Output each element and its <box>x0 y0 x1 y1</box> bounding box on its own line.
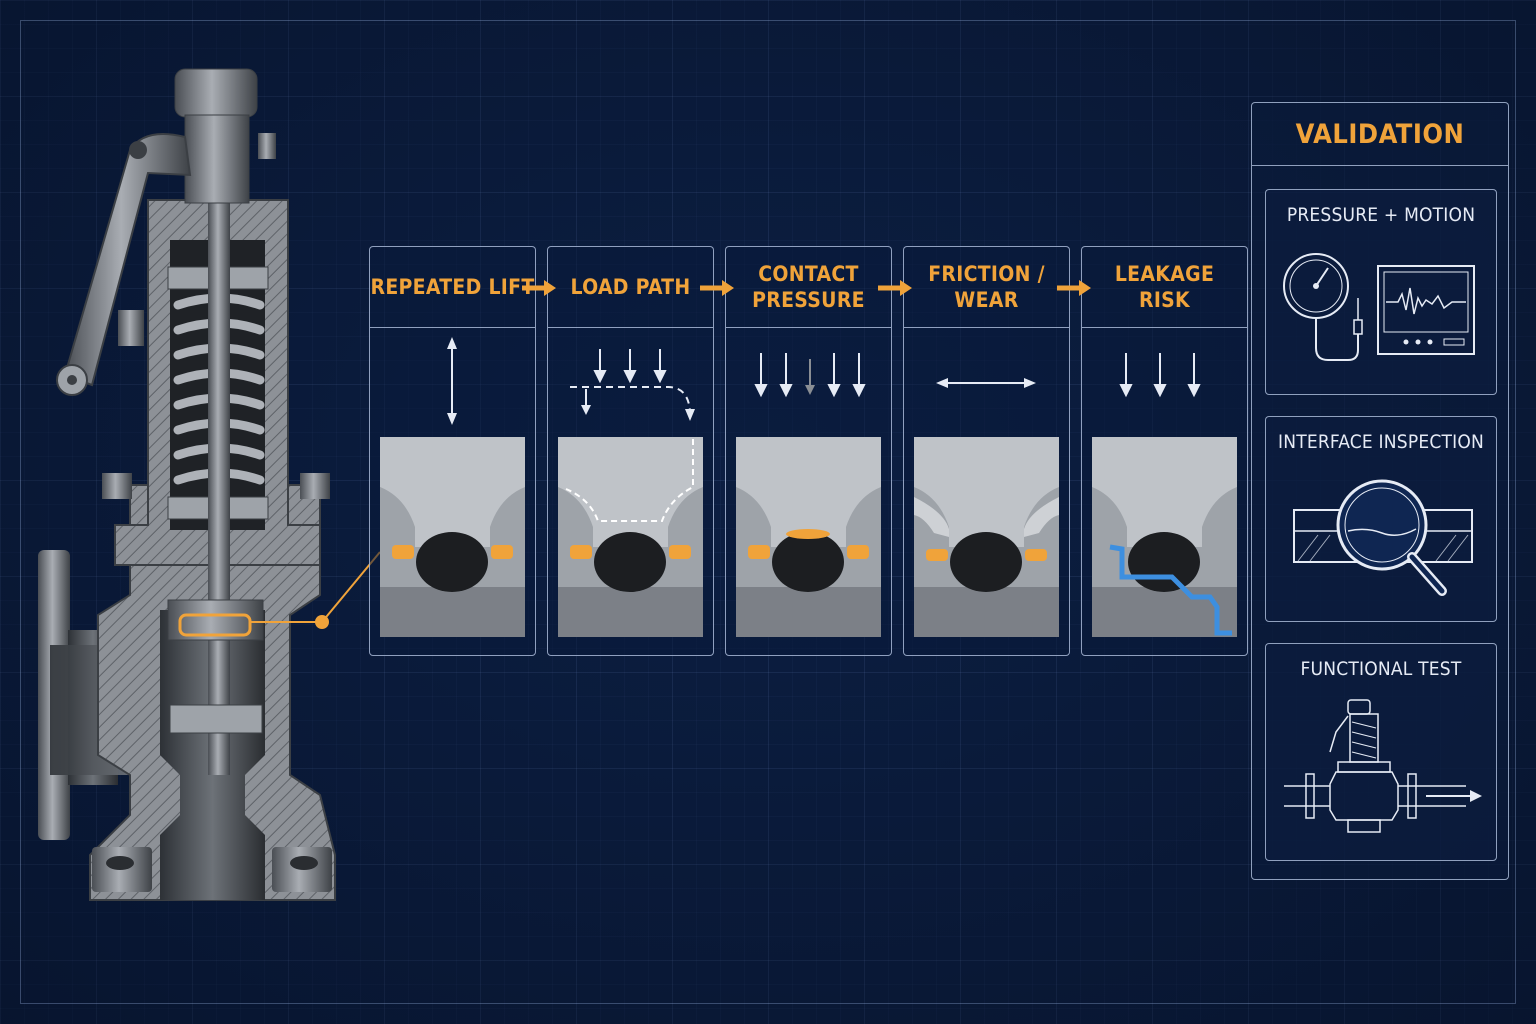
stage-title: REPEATED LIFT <box>370 275 535 299</box>
downward-arrows-icon <box>1119 353 1201 398</box>
pressure-arrows-icon <box>754 353 866 398</box>
stage-load-path: LOAD PATH <box>547 246 714 656</box>
validation-card-functional-test: FUNCTIONAL TEST <box>1265 643 1497 861</box>
stage-contact-pressure: CONTACT PRESSURE <box>725 246 892 656</box>
pressure-gauge-and-oscilloscope-icon <box>1283 253 1475 361</box>
horizontal-double-arrow-icon <box>936 378 1036 388</box>
seal-highlight <box>178 613 252 637</box>
seat-callout-connector <box>250 551 381 629</box>
blueprint-frame <box>20 20 1516 1004</box>
safety-valve-cutaway <box>20 55 350 935</box>
validation-card-title: FUNCTIONAL TEST <box>1300 658 1462 680</box>
validation-card-pressure-motion: PRESSURE + MOTION <box>1265 189 1497 395</box>
magnifier-inspection-icon <box>1293 479 1473 596</box>
stage-title: FRICTION / WEAR <box>928 262 1045 312</box>
stage-title: LOAD PATH <box>570 275 691 299</box>
validation-card-interface-inspection: INTERFACE INSPECTION <box>1265 416 1497 622</box>
seat-detail-illustration <box>380 437 525 637</box>
seat-detail-illustration <box>1092 437 1237 637</box>
seat-detail-illustration <box>914 437 1059 637</box>
stage-header: FRICTION / WEAR <box>904 247 1069 328</box>
validation-card-title: INTERFACE INSPECTION <box>1278 431 1484 453</box>
validation-panel: VALIDATION PRESSURE + MOTION INTERFACE I… <box>1251 102 1509 880</box>
stem <box>208 115 230 775</box>
flow-arrow-icon <box>522 280 556 296</box>
vertical-double-arrow-icon <box>447 337 457 425</box>
stage-leakage-risk: LEAKAGE RISK <box>1081 246 1248 656</box>
stage-header: REPEATED LIFT <box>370 247 535 328</box>
flow-arrow-icon <box>1057 280 1091 296</box>
stage-repeated-lift: REPEATED LIFT <box>369 246 536 656</box>
load-path-arrows-icon <box>570 349 695 421</box>
seat-detail-illustration <box>736 437 881 637</box>
cap <box>174 68 258 118</box>
stage-header: LOAD PATH <box>548 247 713 328</box>
stage-friction-wear: FRICTION / WEAR <box>903 246 1070 656</box>
validation-card-title: PRESSURE + MOTION <box>1286 204 1476 226</box>
flow-arrow-icon <box>878 280 912 296</box>
validation-title: VALIDATION <box>1295 118 1465 150</box>
leak-path <box>1109 544 1232 636</box>
stage-title: LEAKAGE RISK <box>1114 262 1215 312</box>
seat-detail-illustration <box>558 437 703 637</box>
stage-title: CONTACT PRESSURE <box>752 262 865 312</box>
stage-header: CONTACT PRESSURE <box>726 247 891 328</box>
valve-flow-test-icon <box>1284 699 1482 833</box>
flow-arrow-icon <box>700 280 734 296</box>
validation-header: VALIDATION <box>1252 103 1508 166</box>
stage-header: LEAKAGE RISK <box>1082 247 1247 328</box>
